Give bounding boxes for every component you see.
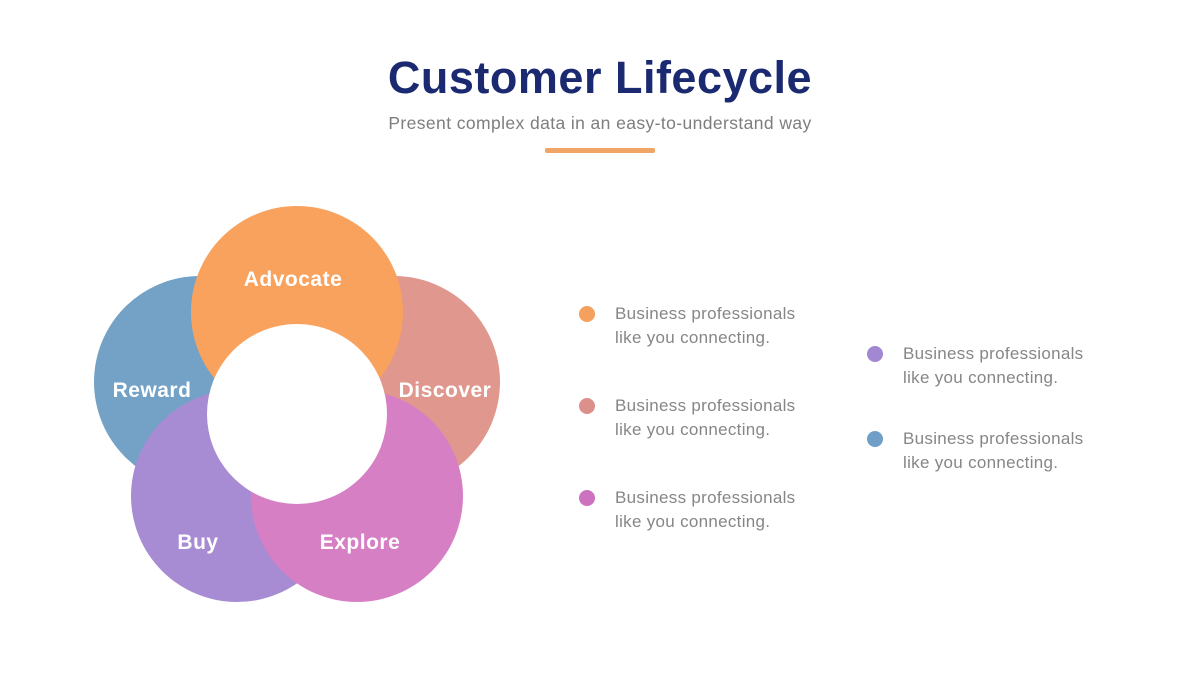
legend-item: Business professionals like you connecti… xyxy=(579,394,810,442)
petal-label-buy: Buy xyxy=(177,531,219,554)
circle-explore xyxy=(251,390,463,602)
legend-item-text: Business professionals like you connecti… xyxy=(903,344,1084,387)
legend-item-text: Business professionals like you connecti… xyxy=(615,396,796,439)
petal-label-advocate: Advocate xyxy=(243,268,343,291)
center-circle xyxy=(207,324,387,504)
legend-item: Business professionals like you connecti… xyxy=(579,302,810,350)
circle-advocate xyxy=(191,206,403,418)
legend-item-text: Business professionals like you connecti… xyxy=(903,429,1084,472)
circle-discover xyxy=(288,276,500,488)
petal-label-reward: Reward xyxy=(112,379,192,402)
legend-item-text: Business professionals like you connecti… xyxy=(615,488,796,531)
legend-dot-icon xyxy=(867,346,883,362)
legend-item: Business professionals like you connecti… xyxy=(579,486,810,534)
legend-item: Business professionals like you connecti… xyxy=(867,342,1098,390)
legend-dot-icon xyxy=(867,431,883,447)
legend-item-text: Business professionals like you connecti… xyxy=(615,304,796,347)
page-subtitle: Present complex data in an easy-to-under… xyxy=(388,112,812,133)
petal-label-explore: Explore xyxy=(319,531,401,554)
header: Customer Lifecycle Present complex data … xyxy=(0,0,1200,154)
legend-dot-icon xyxy=(579,490,595,506)
legend-column-left: Business professionals like you connecti… xyxy=(579,302,810,534)
circle-buy xyxy=(131,390,343,602)
legend-dot-icon xyxy=(579,306,595,322)
petal-label-discover: Discover xyxy=(398,379,492,402)
legend-column-right: Business professionals like you connecti… xyxy=(867,342,1098,475)
legend-item: Business professionals like you connecti… xyxy=(867,427,1098,475)
circle-reward xyxy=(94,276,306,488)
page-title: Customer Lifecycle xyxy=(387,52,813,103)
legend-dot-icon xyxy=(579,398,595,414)
accent-underline xyxy=(545,148,655,154)
